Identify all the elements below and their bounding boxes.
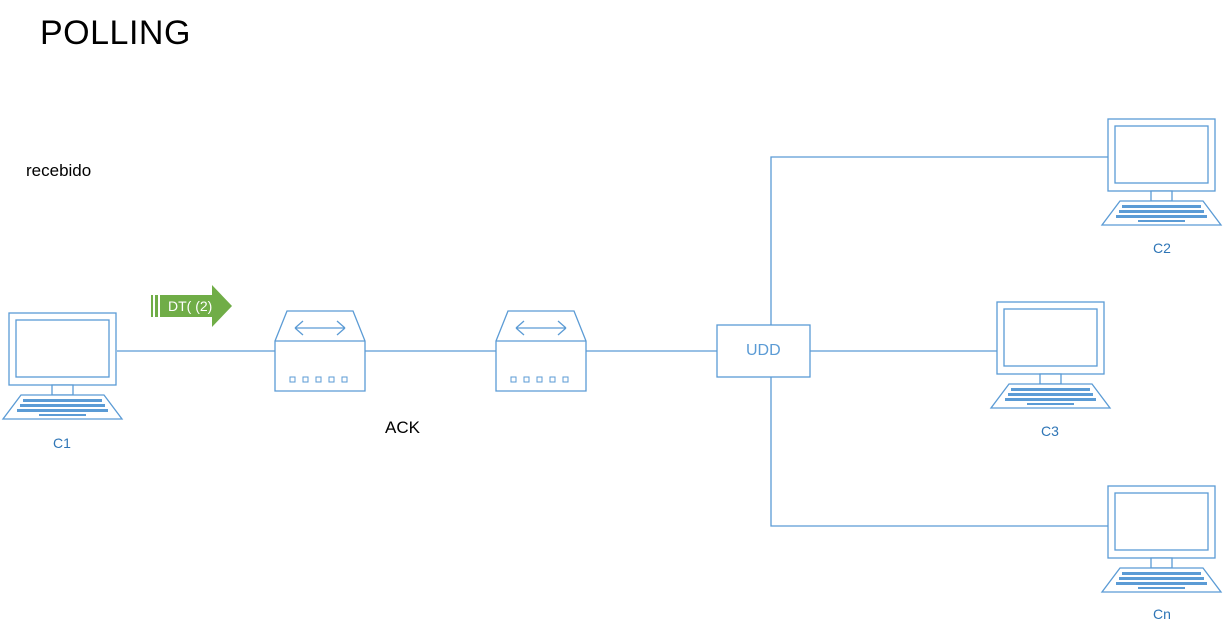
computer-label-c3: C3	[1041, 423, 1059, 439]
packet-arrow-icon	[151, 285, 232, 327]
computer-label-c1: C1	[53, 435, 71, 451]
computer-label-cn: Cn	[1153, 606, 1171, 622]
udd-node[interactable]	[716, 324, 811, 378]
network-links	[117, 156, 1108, 527]
packet-label: DT( (2)	[168, 298, 213, 314]
link-udd-cn	[770, 377, 1108, 527]
switch-icon[interactable]	[495, 310, 587, 392]
ack-note: ACK	[385, 418, 420, 437]
computer-label-c2: C2	[1153, 240, 1171, 256]
switch-icon[interactable]	[274, 310, 366, 392]
computer-icon[interactable]	[1101, 485, 1222, 593]
computer-icon[interactable]	[2, 312, 123, 420]
page-title: POLLING	[40, 14, 191, 52]
computer-icon[interactable]	[1101, 118, 1222, 226]
computer-icon[interactable]	[990, 301, 1111, 409]
link-udd-c2	[770, 156, 1108, 325]
udd-label: UDD	[746, 342, 781, 359]
received-note: recebido	[26, 161, 92, 180]
